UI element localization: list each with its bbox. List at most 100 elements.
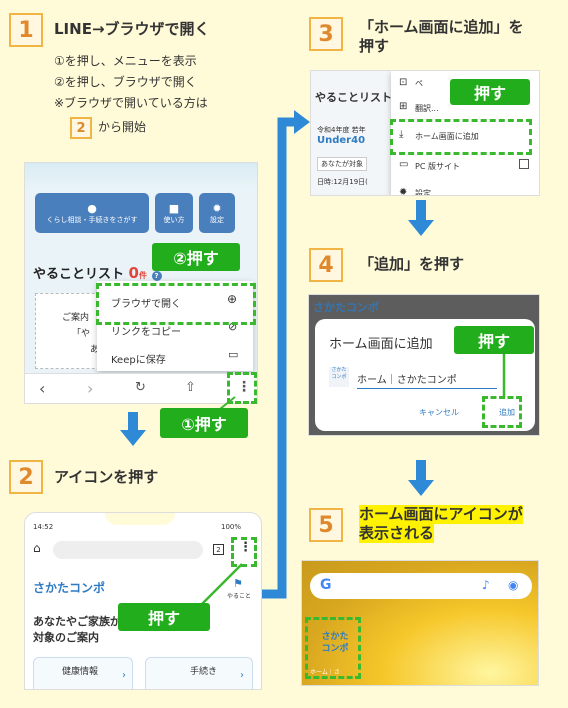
highlight-open-browser [96, 283, 256, 325]
highlight-add-home [390, 119, 532, 155]
tab-count[interactable]: 2 [213, 544, 224, 555]
tile-how-to-use[interactable]: ■ 使い方 [155, 193, 193, 233]
step2-number: 2 [9, 460, 43, 494]
google-g-icon: G [320, 577, 332, 593]
step5-title-line1: ホーム画面にアイコンが [359, 505, 523, 524]
step1-note: ※ブラウザで開いている方は [54, 96, 208, 110]
forward-icon[interactable]: › [87, 379, 94, 398]
card-procedure[interactable]: 手続き › [145, 657, 253, 689]
tile-settings-label: 設定 [210, 215, 224, 224]
step2-screenshot: 14:52 100% ⌂ 2 ⋮ さかたコンポ ⚑ やること あなたやご家族が … [24, 512, 262, 690]
step1-instruction-2: ②を押し、ブラウザで開く [54, 75, 197, 89]
menu-settings[interactable]: 設定 [415, 189, 431, 196]
label-push-step2: 押す [118, 603, 210, 631]
bg-line-4: 日時:12月19日( [317, 178, 368, 186]
bg-line-2: Under40 [317, 135, 366, 146]
status-battery: 100% [221, 523, 242, 531]
highlight-more-menu [227, 372, 257, 404]
highlight-home-icon [305, 617, 361, 679]
menu-pc-site[interactable]: PC 版サイト [415, 162, 460, 171]
step4-title: 「追加」を押す [359, 255, 465, 273]
card-health[interactable]: 健康情報 › [33, 657, 133, 689]
step1-title: LINE→ブラウザで開く [54, 20, 210, 38]
step4-number: 4 [309, 248, 343, 282]
step3-number: 3 [309, 17, 343, 51]
more-menu-icon[interactable]: ⋮ [237, 379, 251, 395]
page-icon: ⊡ [399, 77, 408, 88]
label-push-2: ②押す [152, 243, 240, 271]
step5-title-line2: 表示される [359, 524, 435, 543]
step3-title-line2: 押す [359, 37, 390, 55]
chevron-right-icon: › [122, 670, 126, 681]
todo-count: 0 [128, 264, 139, 282]
reload-icon[interactable]: ↻ [135, 380, 146, 395]
callout-line-4 [502, 354, 506, 398]
label-push-step4: 押す [454, 326, 534, 354]
todo-list-title: やることリスト 0件 ? [33, 263, 162, 282]
todo-count-unit: 件 [138, 271, 147, 280]
bg-line-1: 令和4年度 若年 [317, 126, 366, 134]
sakata-compo-logo: さかたコンポ [313, 301, 379, 314]
step4-screenshot: さかたコンポ ホーム画面に追加 さかたコンポ ホーム｜さかたコンポ キャンセル … [308, 294, 540, 436]
step5-number: 5 [309, 508, 343, 542]
add-button[interactable]: 追加 [499, 408, 515, 417]
phone-notch [105, 513, 175, 525]
bookmark-icon: ▭ [228, 348, 239, 361]
status-time: 14:52 [33, 523, 54, 531]
menu-add-home-screen[interactable]: ホーム画面に追加 [415, 132, 479, 141]
tile-settings[interactable]: ✹ 設定 [199, 193, 235, 233]
arrow-down-3 [408, 200, 434, 236]
desktop-icon: ▭ [399, 159, 409, 170]
background-card: ご案内 「や あ [35, 293, 105, 369]
highlight-icon-button [231, 537, 257, 567]
todo-list-title-text: やることリスト [33, 267, 125, 282]
arrow-connector-2-3 [262, 110, 310, 599]
help-icon: ? [151, 271, 162, 281]
context-menu: ブラウザで開く ⊕ リンクをコピー ⊘ Keepに保存 ▭ [97, 281, 253, 371]
pc-site-checkbox[interactable] [519, 159, 529, 169]
chevron-right-icon: › [240, 670, 244, 681]
step1-ref-text: から開始 [98, 120, 147, 134]
bg-line-3: あなたが対象 [317, 157, 367, 171]
illustration-background [25, 163, 257, 191]
sakata-compo-logo: さかたコンポ [33, 581, 106, 595]
lens-icon[interactable]: ◉ [508, 578, 519, 592]
guide-icon: ■ [168, 201, 180, 215]
intro-text-1: あなたやご家族が [33, 615, 121, 628]
arrow-down-4 [408, 460, 434, 496]
dialog-title: ホーム画面に追加 [329, 337, 433, 352]
bg-text-2: 「や [72, 329, 91, 339]
shortcut-name-input[interactable]: ホーム｜さかたコンポ [357, 371, 497, 389]
gear-icon: ✹ [399, 187, 408, 196]
chat-icon: ● [87, 201, 97, 215]
back-icon[interactable]: ‹ [39, 379, 46, 398]
flag-icon: ⚑ [233, 577, 243, 590]
gear-icon: ✹ [212, 201, 222, 215]
share-icon[interactable]: ⇧ [185, 380, 196, 395]
todo-list-title: やることリスト [315, 91, 392, 104]
more-menu-icon[interactable]: ⋮ [239, 540, 252, 555]
tile-search-consultation[interactable]: ● くらし相談・手続きをさがす [35, 193, 149, 233]
menu-keep[interactable]: Keepに保存 [111, 355, 166, 366]
menu-translate[interactable]: 翻訳... [415, 104, 439, 113]
bg-text-3: あ [90, 345, 100, 355]
menu-copy-link[interactable]: リンクをコピー [111, 327, 181, 338]
tile-search-label: くらし相談・手続きをさがす [46, 215, 138, 224]
intro-text-2: 対象のご案内 [33, 631, 99, 644]
card-health-label: 健康情報 [62, 667, 99, 677]
step1-ref-number: 2 [70, 117, 92, 139]
google-search-bar[interactable]: G ♪ ◉ [310, 573, 532, 599]
cancel-button[interactable]: キャンセル [419, 408, 459, 417]
arrow-down-1 [120, 412, 146, 446]
home-icon[interactable]: ⌂ [33, 541, 41, 555]
add-home-icon: ⤓ [399, 129, 404, 140]
callout-line-2 [199, 563, 243, 607]
step3-title-line1: 「ホーム画面に追加」を [359, 18, 524, 36]
menu-page[interactable]: ペ [415, 79, 423, 88]
address-bar[interactable] [53, 541, 203, 559]
translate-icon: ⊞ [399, 101, 408, 112]
sakata-compo-home-icon[interactable]: さかた コンポ [312, 627, 358, 671]
bg-text-1: ご案内 [62, 313, 90, 323]
mic-icon[interactable]: ♪ [482, 578, 490, 592]
menu-open-in-browser[interactable]: ブラウザで開く [111, 299, 181, 310]
